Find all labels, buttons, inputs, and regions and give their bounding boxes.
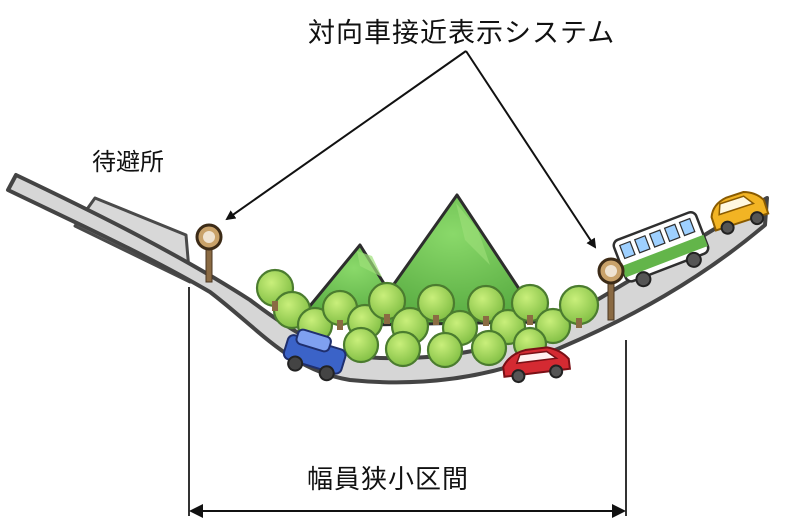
narrow-section-arrow	[189, 504, 626, 518]
tree-icon	[255, 268, 600, 369]
left-sign-icon	[195, 223, 223, 283]
right-sign-icon	[597, 257, 625, 321]
narrow-section-label: 幅員狭小区間	[307, 465, 470, 495]
system-label: 対向車接近表示システム	[308, 18, 616, 49]
tree-trunks	[272, 301, 582, 330]
yellow-car-icon	[710, 191, 770, 235]
passing-place-label: 待避所	[92, 148, 164, 176]
system-callout-arrows	[225, 50, 597, 249]
narrow-section-boundaries	[188, 287, 627, 516]
blue-car-icon	[282, 328, 347, 382]
red-car-icon	[502, 346, 572, 384]
bus-icon	[612, 210, 710, 288]
